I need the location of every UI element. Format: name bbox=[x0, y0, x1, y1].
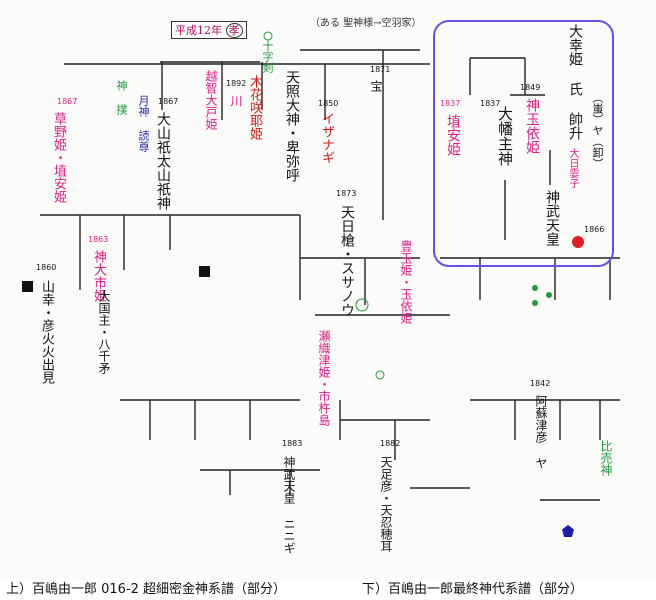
highlight-frame bbox=[433, 20, 614, 267]
blue-pentagon-icon bbox=[562, 525, 574, 537]
box-n4-name: 神武天皇 bbox=[544, 190, 560, 246]
low3-name: 瀬織津姫・市杵島 bbox=[317, 330, 331, 426]
col7-sub: 十字剣 bbox=[261, 40, 274, 73]
lineage-lines bbox=[40, 31, 620, 501]
caption-lower: 下）百嶋由一郎最終神代系譜（部分） bbox=[362, 582, 584, 597]
box-n3-name: 神玉依姫 bbox=[524, 98, 540, 154]
green-dot-2 bbox=[532, 300, 538, 306]
col3-name: 大山祇太山祇神 bbox=[155, 112, 171, 210]
box-n5-name: 大日孁子 bbox=[567, 148, 578, 188]
box-n4-year: 1866 bbox=[584, 225, 605, 234]
col4-name: 月神 読尊 bbox=[137, 95, 150, 152]
box-n2-year: 1837 bbox=[480, 99, 501, 108]
black-square-left bbox=[22, 281, 33, 292]
low5-name: 天足彦・天忍穂耳 bbox=[379, 456, 393, 552]
low1-year: 1860 bbox=[36, 263, 57, 272]
box-n3-year: 1849 bbox=[520, 83, 541, 92]
col1-year: 1867 bbox=[57, 97, 78, 106]
col8-year: 1873 bbox=[336, 189, 357, 198]
black-square-mid bbox=[199, 266, 210, 277]
box-n2-name: 大幡主神 bbox=[496, 106, 514, 166]
col5-name: 越智大戸姫 bbox=[204, 70, 218, 130]
low7-name: 阿蘇津彦 ヤ bbox=[534, 395, 548, 469]
figure-caption: 上）百嶋由一郎 016-2 超細密金神系譜（部分） 下）百嶋由一郎最終神代系譜（… bbox=[0, 580, 656, 600]
col3-year: 1867 bbox=[158, 97, 179, 106]
green-dot-3 bbox=[546, 292, 552, 298]
low1-name: 山幸・彦火火出見 bbox=[39, 280, 54, 384]
col9-name: イザナギ bbox=[319, 112, 334, 164]
box-title: 大幸姫 氏 帥升 bbox=[567, 24, 583, 140]
col8-name: 天日槍・スサノウ bbox=[339, 205, 355, 317]
box-n1-year: 1837 bbox=[440, 99, 461, 108]
box-sub: （蚩）ヤ（卸） bbox=[591, 92, 604, 169]
col5-sub: 川 bbox=[229, 95, 243, 107]
era-text: 平成12年 bbox=[175, 24, 222, 37]
col1-name: 草野姫・埴安姫 bbox=[51, 112, 66, 203]
col4-sub: 神 撲 bbox=[115, 80, 128, 115]
low2-name: 大国主・八千矛 bbox=[97, 290, 111, 374]
low4-name: 豊玉姫・玉依姫 bbox=[399, 240, 413, 324]
low5-year: 1882 bbox=[380, 439, 401, 448]
green-dot-1 bbox=[532, 285, 538, 291]
low7-year: 1842 bbox=[530, 379, 551, 388]
caption-upper: 上）百嶋由一郎 016-2 超細密金神系譜（部分） bbox=[6, 582, 287, 597]
box-n1-name: 埴安姫 bbox=[445, 114, 461, 156]
era-mark: 孝 bbox=[225, 23, 243, 38]
col6-name: 木花咲耶姫 bbox=[247, 75, 262, 140]
low6-year: 1883 bbox=[282, 439, 303, 448]
low8-name: 比売神 bbox=[599, 440, 613, 476]
col2-year: 1863 bbox=[88, 235, 109, 244]
col6-year: 1892 bbox=[226, 79, 247, 88]
col7-name: 天照大神・卑弥呼 bbox=[284, 70, 300, 182]
genealogy-chart: 平成12年 孝 （ある 聖神様→空羽家） 1867 草野姫・埴安姫 神 撲 月神… bbox=[22, 18, 620, 554]
col10-year: 1871 bbox=[370, 65, 391, 74]
col2-name: 神大市姫 bbox=[91, 250, 106, 302]
col9-year: 1850 bbox=[318, 99, 339, 108]
low6-name: 神武天皇 ニニギ bbox=[282, 456, 296, 554]
red-dot bbox=[572, 236, 584, 248]
header-note: （ある 聖神様→空羽家） bbox=[310, 18, 422, 29]
era-label: 平成12年 孝 bbox=[171, 21, 247, 39]
col10-name: 宝 bbox=[369, 80, 383, 92]
